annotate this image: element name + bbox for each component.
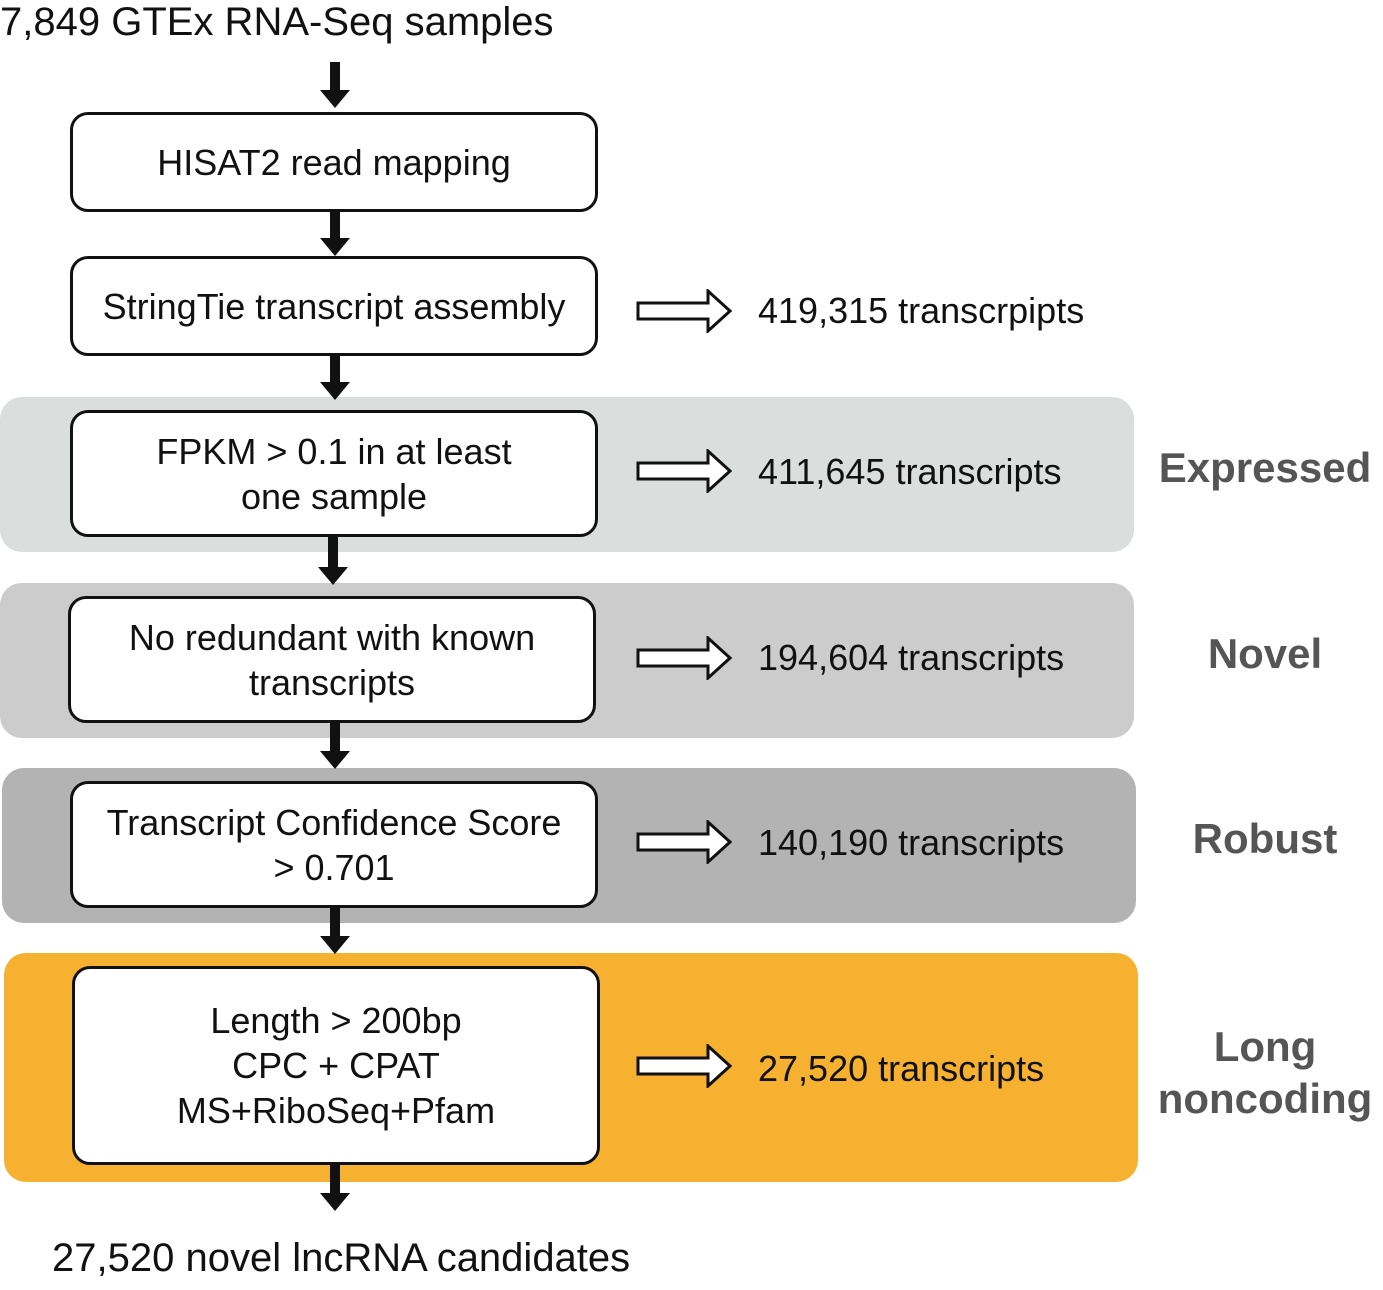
step-box-read-mapping: HISAT2 read mapping <box>70 112 598 212</box>
step-box-line: No redundant with known <box>128 616 536 658</box>
output-candidates-text: 27,520 novel lncRNA candidates <box>52 1236 631 1280</box>
step-box-line: MS+RiboSeq+Pfam <box>176 1090 496 1131</box>
down-arrow-icon <box>318 537 348 585</box>
transcript-count: 411,645 transcripts <box>758 451 1062 492</box>
transcript-count: 140,190 transcripts <box>758 822 1065 863</box>
category-label-expressed: Expressed <box>1158 444 1372 491</box>
down-arrow-icon <box>320 354 350 400</box>
down-arrow-icon <box>320 210 350 256</box>
step-box-line: FPKM > 0.1 in at least <box>156 430 512 472</box>
step-box-line: > 0.701 <box>273 846 395 888</box>
category-label-novel: Novel <box>1207 630 1323 677</box>
step-box-line: Transcript Confidence Score <box>106 801 562 843</box>
transcript-count: 27,520 transcripts <box>758 1048 1045 1089</box>
transcript-count: 419,315 transcrpipts <box>758 290 1085 331</box>
step-box-redundancy-filter: No redundant with known transcripts <box>68 596 596 723</box>
step-box-transcript-assembly: StringTie transcript assembly <box>70 256 598 356</box>
down-arrow-icon <box>320 1163 350 1211</box>
down-arrow-icon <box>320 62 350 108</box>
step-box-line: Length > 200bp <box>210 1000 462 1041</box>
step-box-fpkm-filter: FPKM > 0.1 in at least one sample <box>70 410 598 537</box>
right-arrow-icon <box>636 636 732 680</box>
down-arrow-icon <box>320 906 350 954</box>
step-box-line: HISAT2 read mapping <box>157 141 511 183</box>
right-arrow-icon <box>636 1044 732 1088</box>
step-box-line: transcripts <box>248 661 416 703</box>
down-arrow-icon <box>320 721 350 769</box>
right-arrow-icon <box>636 449 732 493</box>
step-box-confidence-filter: Transcript Confidence Score > 0.701 <box>70 781 598 908</box>
category-label-robust: Robust <box>1192 815 1338 862</box>
step-box-line: one sample <box>240 475 428 517</box>
transcript-count: 194,604 transcripts <box>758 637 1065 678</box>
step-box-line: StringTie transcript assembly <box>102 285 566 327</box>
right-arrow-icon <box>636 289 732 333</box>
input-samples-text: 7,849 GTEx RNA-Seq samples <box>0 0 554 44</box>
right-arrow-icon <box>636 820 732 864</box>
step-box-line: CPC + CPAT <box>232 1045 440 1086</box>
step-box-coding-filter: Length > 200bp CPC + CPAT MS+RiboSeq+Pfa… <box>72 966 600 1165</box>
category-label-long-noncoding: Long noncoding <box>1157 1023 1373 1122</box>
